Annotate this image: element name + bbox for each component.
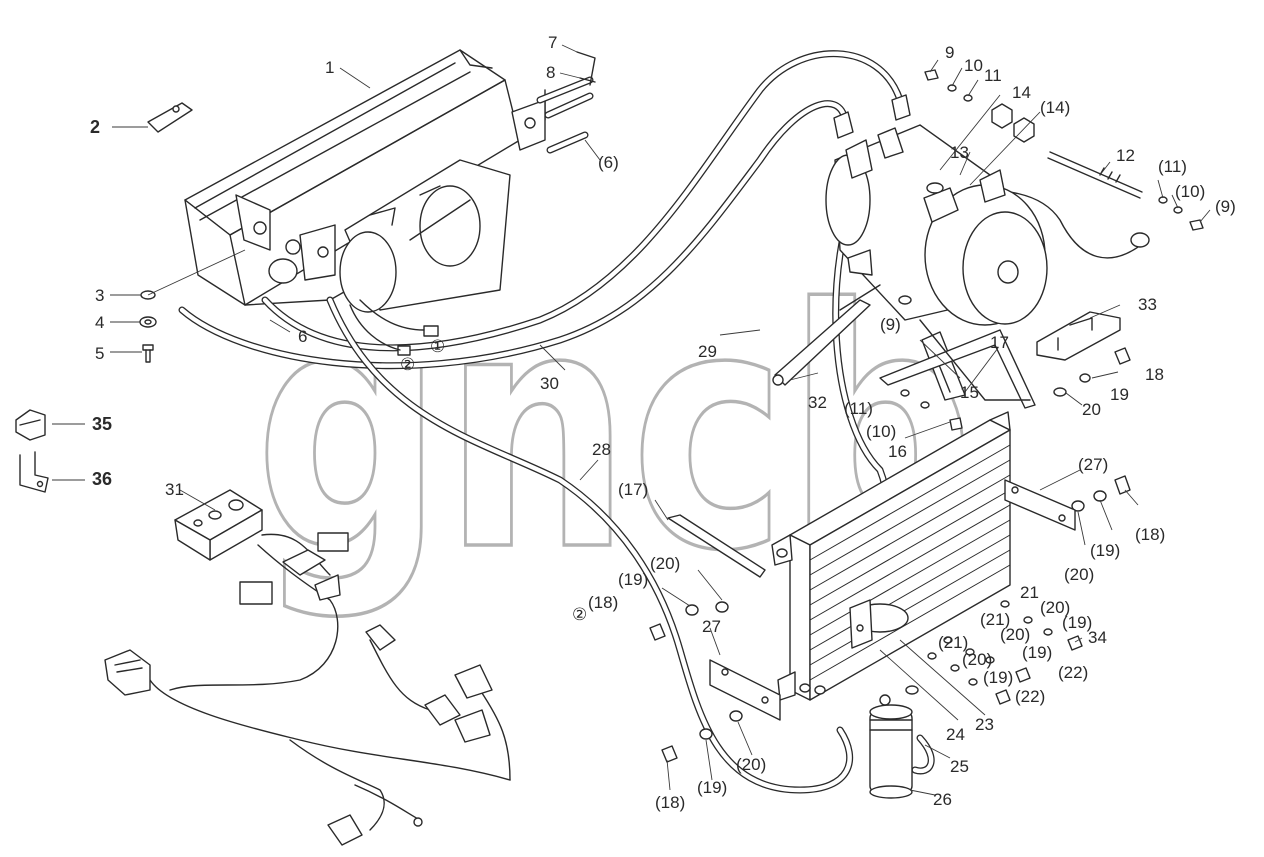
callout-29: 29 — [698, 342, 717, 361]
callout-6-paren: (6) — [598, 153, 619, 172]
callout-11-paren-2: (11) — [844, 399, 873, 418]
callout-20-paren-4: (20) — [1000, 625, 1030, 644]
callout-10-paren-2: (10) — [866, 422, 896, 441]
callout-16: 16 — [888, 442, 907, 461]
callout-23: 23 — [975, 715, 994, 734]
callout-17: 17 — [990, 333, 1009, 352]
callout-labels: 1 2 3 4 5 6 (6) 7 8 9 10 11 12 13 14 (14… — [90, 33, 1236, 812]
leader-lines — [52, 44, 1211, 796]
callout-20-paren-5: (20) — [962, 650, 992, 669]
callout-7: 7 — [548, 33, 557, 52]
part-36-bracket — [19, 451, 49, 493]
callout-21: 21 — [1020, 583, 1039, 602]
heater-tubes — [536, 51, 596, 154]
fasteners-18-19-20-right — [1053, 347, 1131, 512]
callout-28: 28 — [592, 440, 611, 459]
fasteners-18-19-20-left — [649, 601, 743, 763]
callout-34: 34 — [1088, 628, 1107, 647]
callout-2: 2 — [90, 117, 100, 137]
refrigerant-hoses — [178, 50, 1150, 794]
mounting-brackets — [667, 284, 1036, 578]
callout-19-paren-4: (19) — [1022, 643, 1052, 662]
callout-18-paren-3: (18) — [655, 793, 685, 812]
part-14-nuts — [991, 103, 1035, 143]
evaporator-housing — [184, 49, 546, 313]
callout-15: 15 — [960, 383, 979, 402]
harness-plugs — [349, 299, 439, 356]
part-31-switch-box — [174, 489, 263, 561]
callout-18-paren: (18) — [1135, 525, 1165, 544]
callout-20: 20 — [1082, 400, 1101, 419]
callout-6: 6 — [298, 327, 307, 346]
callout-5: 5 — [95, 344, 104, 363]
callout-8: 8 — [546, 63, 555, 82]
callout-3: 3 — [95, 286, 104, 305]
part-33-pads — [1036, 311, 1121, 361]
callout-24: 24 — [946, 725, 965, 744]
part-27-side-plates — [709, 479, 1076, 721]
callout-21-paren-2: (21) — [938, 633, 968, 652]
callout-9-paren: (9) — [1215, 197, 1236, 216]
callout-1: 1 — [325, 58, 334, 77]
callout-13: 13 — [950, 143, 969, 162]
callout-27-paren: (27) — [1078, 455, 1108, 474]
callout-19: 19 — [1110, 385, 1129, 404]
callout-26: 26 — [933, 790, 952, 809]
callout-17-paren: (17) — [618, 480, 648, 499]
part-35-clamp — [15, 409, 46, 441]
callout-4: 4 — [95, 313, 104, 332]
callout-circle-1: ① — [430, 337, 445, 356]
callout-25: 25 — [950, 757, 969, 776]
callout-19-paren-2: (19) — [618, 570, 648, 589]
part-24-clamp — [849, 599, 909, 649]
callout-32: 32 — [808, 393, 827, 412]
callout-21-paren-1: (21) — [980, 610, 1010, 629]
part-2-bracket — [147, 102, 193, 133]
callout-10-paren: (10) — [1175, 182, 1205, 201]
wiring-harness — [104, 532, 511, 846]
part-13-compressor — [825, 94, 1048, 326]
callout-12: 12 — [1116, 146, 1135, 165]
fasteners-3-4-5 — [139, 290, 157, 363]
fasteners-19-22-condenser — [927, 600, 1083, 705]
callout-31: 31 — [165, 480, 184, 499]
callout-20-paren-3: (20) — [1040, 598, 1070, 617]
callout-circle-2b: ② — [572, 605, 587, 624]
callout-20-paren-2: (20) — [650, 554, 680, 573]
callout-9: 9 — [945, 43, 954, 62]
callout-19-paren-5: (19) — [983, 668, 1013, 687]
callout-19-paren-3: (19) — [1062, 613, 1092, 632]
callout-20-paren-1: (20) — [1064, 565, 1094, 584]
part-26-receiver-drier — [869, 685, 919, 799]
callout-9-paren-2: (9) — [880, 315, 901, 334]
callout-30: 30 — [540, 374, 559, 393]
callout-14-paren: (14) — [1040, 98, 1070, 117]
callout-19-paren-1: (19) — [1090, 541, 1120, 560]
callout-14: 14 — [1012, 83, 1031, 102]
callout-19-paren-6: (19) — [697, 778, 727, 797]
callout-27: 27 — [702, 617, 721, 636]
callout-20-paren-6: (20) — [736, 755, 766, 774]
callout-36: 36 — [92, 469, 112, 489]
callout-11-paren: (11) — [1158, 157, 1187, 176]
callout-18: 18 — [1145, 365, 1164, 384]
callout-18-paren-2: (18) — [588, 593, 618, 612]
part-12-bolt — [1047, 151, 1143, 199]
callout-22-paren-2: (22) — [1015, 687, 1045, 706]
callout-35: 35 — [92, 414, 112, 434]
callout-10: 10 — [964, 56, 983, 75]
callout-11: 11 — [984, 66, 1002, 85]
callout-33: 33 — [1138, 295, 1157, 314]
callout-circle-2: ② — [400, 355, 415, 374]
callout-22-paren-1: (22) — [1058, 663, 1088, 682]
